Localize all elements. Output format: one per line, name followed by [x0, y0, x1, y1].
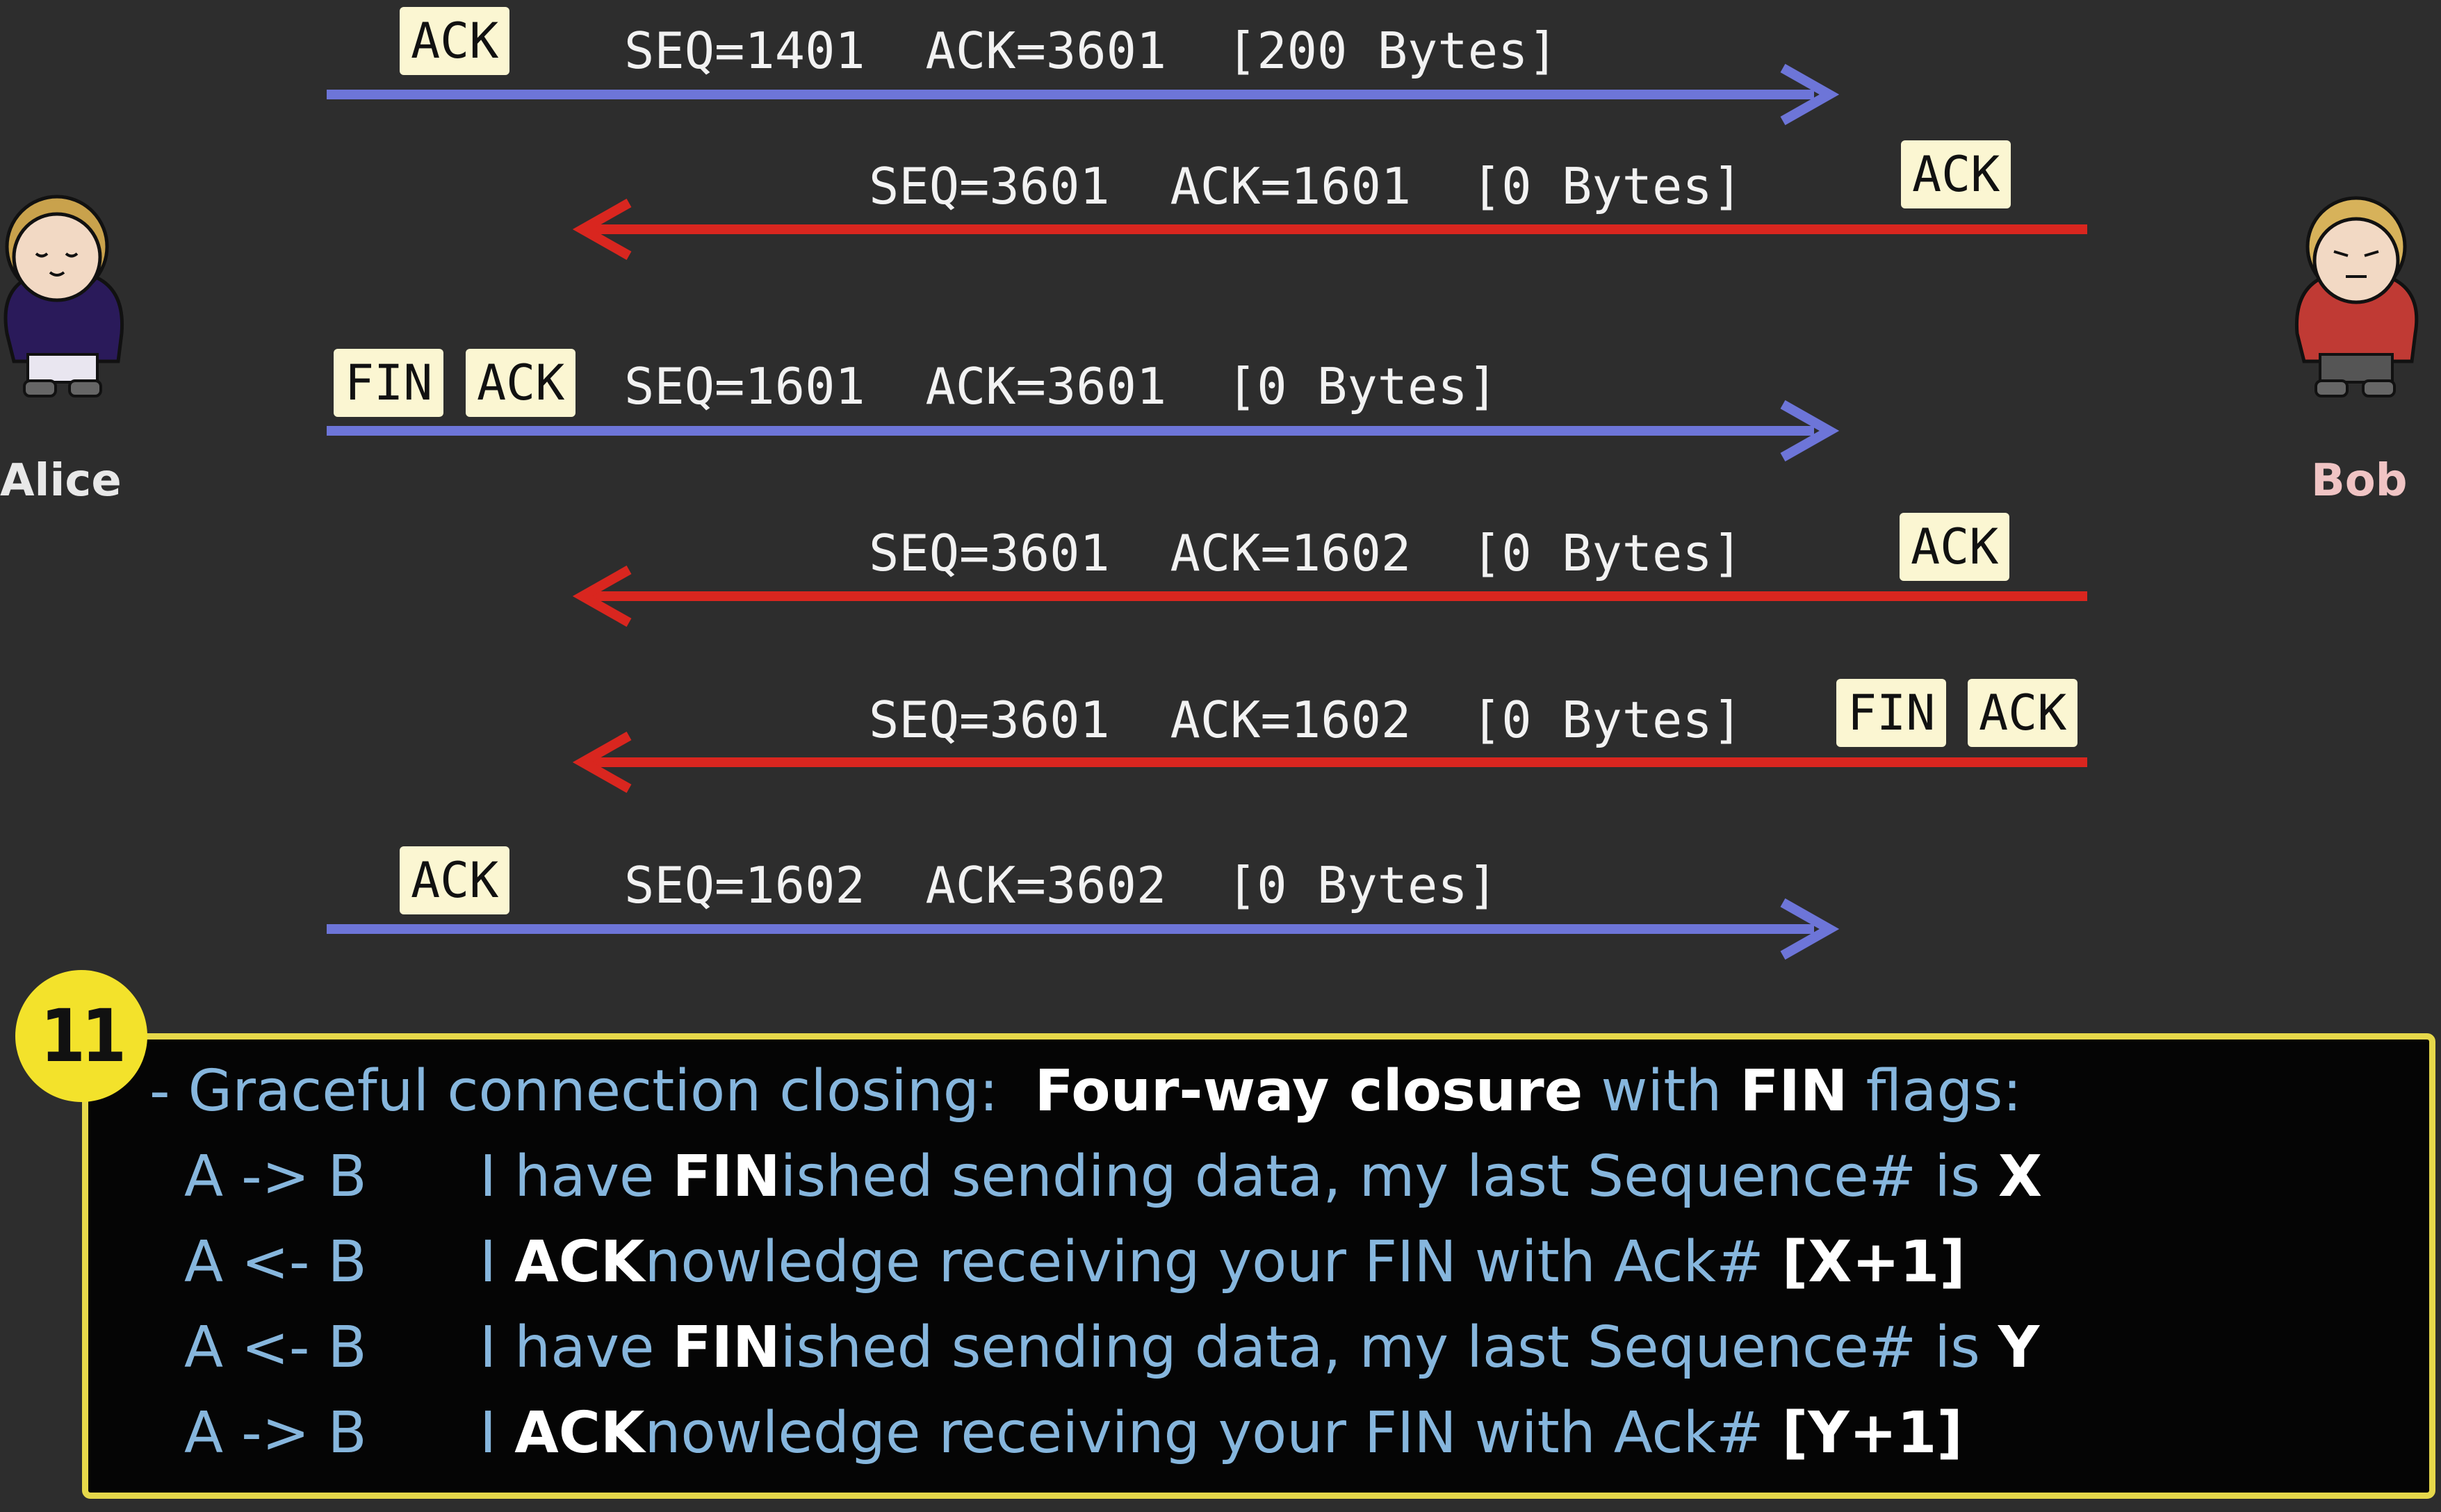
flag-fin: FIN	[1836, 679, 1947, 747]
arrows-layer	[327, 63, 2087, 960]
step-end: X	[1998, 1144, 2043, 1210]
step-post: ished sending data, my last Sequence# is	[780, 1315, 1998, 1381]
arrow-1-right	[327, 63, 1840, 126]
explanation-panel	[82, 1033, 2435, 1499]
heading-prefix: - Graceful connection closing:	[149, 1058, 1035, 1124]
step-pre: I have	[480, 1144, 673, 1210]
flag-ack: ACK	[400, 846, 510, 914]
heading-suffix: flags:	[1847, 1058, 2022, 1124]
step-number-badge: 11	[15, 970, 147, 1102]
step-end: Y	[1998, 1315, 2040, 1381]
step-post: nowledge receiving your FIN with Ack#	[644, 1400, 1782, 1466]
flag-ack: ACK	[466, 349, 576, 417]
step-text: I have FINished sending data, my last Se…	[480, 1149, 2042, 1206]
arrow-6-right	[327, 898, 1840, 960]
step-direction: A <- B	[184, 1229, 367, 1295]
heading-bold-1: Four-way closure	[1034, 1058, 1583, 1124]
step-pre: I	[480, 1229, 515, 1295]
step-highlight: FIN	[672, 1144, 781, 1210]
step-end: [X+1]	[1781, 1229, 1966, 1295]
step-pre: I have	[480, 1315, 673, 1381]
step-end: [Y+1]	[1781, 1400, 1963, 1466]
alice-name: Alice	[0, 455, 122, 507]
message-text: SEQ=3601 ACK=1602 [0 Bytes]	[869, 691, 1743, 749]
step-text: I ACKnowledge receiving your FIN with Ac…	[480, 1234, 1966, 1291]
step-direction: A -> B	[184, 1400, 367, 1466]
flag-ack: ACK	[400, 7, 510, 75]
arrow-2-left	[572, 198, 2087, 261]
step-post: ished sending data, my last Sequence# is	[780, 1144, 1998, 1210]
arrow-5-left	[572, 731, 2087, 794]
bob-name: Bob	[2311, 455, 2408, 507]
step-text: I have FINished sending data, my last Se…	[480, 1320, 2039, 1377]
note-heading: - Graceful connection closing: Four-way …	[149, 1063, 2022, 1120]
message-text: SEQ=1602 ACK=3602 [0 Bytes]	[624, 856, 1499, 914]
arrow-4-left	[572, 565, 2087, 627]
heading-bold-2: FIN	[1740, 1058, 1848, 1124]
step-post: nowledge receiving your FIN with Ack#	[644, 1229, 1782, 1295]
message-text: SEQ=3601 ACK=1602 [0 Bytes]	[869, 524, 1743, 582]
flag-ack: ACK	[1901, 140, 2011, 208]
flag-ack: ACK	[1968, 679, 2078, 747]
flag-ack: ACK	[1900, 513, 2010, 581]
step-direction: A <- B	[184, 1315, 367, 1381]
arrow-3-right	[327, 400, 1840, 462]
message-text: SEQ=1401 ACK=3601 [200 Bytes]	[624, 22, 1558, 80]
step-highlight: ACK	[514, 1229, 645, 1295]
flag-fin: FIN	[334, 349, 444, 417]
step-direction: A -> B	[184, 1144, 367, 1210]
step-text: I ACKnowledge receiving your FIN with Ac…	[480, 1405, 1963, 1462]
heading-mid: with	[1583, 1058, 1740, 1124]
message-text: SEQ=1601 ACK=3601 [0 Bytes]	[624, 357, 1499, 416]
bob-avatar	[2294, 196, 2419, 397]
step-highlight: FIN	[672, 1315, 781, 1381]
message-text: SEQ=3601 ACK=1601 [0 Bytes]	[869, 157, 1743, 215]
step-highlight: ACK	[514, 1400, 645, 1466]
alice-avatar	[3, 195, 124, 397]
step-pre: I	[480, 1400, 515, 1466]
